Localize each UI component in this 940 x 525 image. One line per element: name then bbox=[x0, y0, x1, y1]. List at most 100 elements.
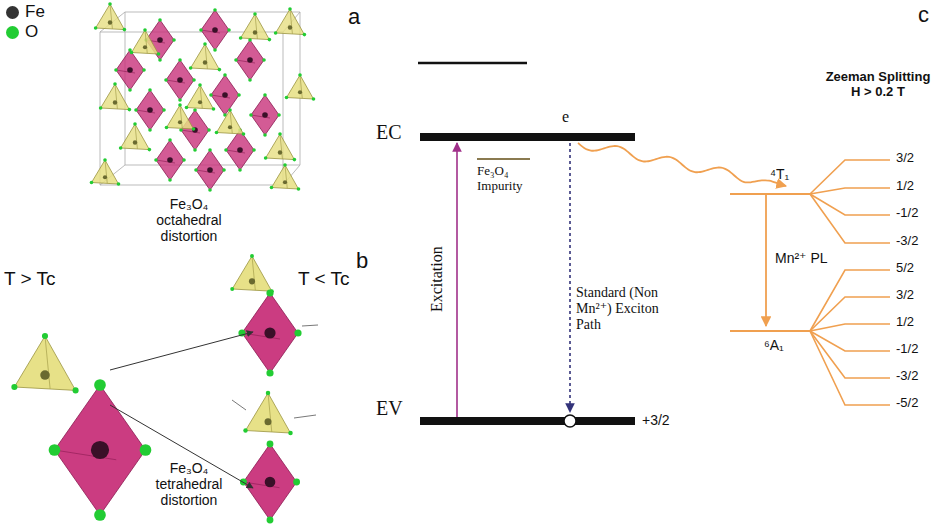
o-atom bbox=[303, 33, 307, 37]
state-label: ⁴T₁ bbox=[770, 166, 789, 182]
o-atom bbox=[243, 428, 248, 433]
o-atom bbox=[293, 158, 297, 162]
upper-level bbox=[418, 62, 527, 65]
sublevel-label: -1/2 bbox=[896, 206, 918, 221]
tetrahedron bbox=[272, 165, 299, 189]
o-atom bbox=[123, 28, 127, 32]
tetrahedron bbox=[121, 124, 150, 150]
o-atom bbox=[213, 8, 217, 12]
octahedron bbox=[116, 50, 144, 90]
o-atom bbox=[263, 133, 267, 137]
o-atom bbox=[288, 7, 292, 11]
fe-atom bbox=[103, 175, 107, 179]
o-atom bbox=[283, 163, 287, 167]
band-label: EC bbox=[376, 121, 402, 144]
o-atom bbox=[148, 148, 152, 152]
o-atom bbox=[128, 88, 132, 92]
tetrahedron-edge bbox=[180, 105, 182, 128]
o-atom bbox=[192, 127, 196, 131]
tetrahedron-edge bbox=[145, 30, 147, 53]
o-atom bbox=[268, 38, 272, 42]
o-atom bbox=[274, 31, 278, 35]
o-atom bbox=[298, 73, 302, 77]
o-atom bbox=[234, 58, 238, 62]
o-atom bbox=[193, 108, 197, 112]
o-atom bbox=[288, 431, 293, 436]
tetrahedron-edge bbox=[290, 9, 292, 34]
fe-atom bbox=[283, 180, 287, 184]
fe-atom bbox=[133, 140, 137, 144]
tetrahedron-edge bbox=[230, 110, 232, 133]
o-atom bbox=[158, 18, 162, 22]
temperature-label: T < Tc bbox=[298, 268, 350, 290]
distortion-mark bbox=[232, 400, 246, 410]
o-atom bbox=[248, 38, 252, 42]
sublevel-line bbox=[810, 194, 890, 243]
legend-swatch bbox=[6, 26, 19, 39]
sublevel-label: 5/2 bbox=[896, 261, 914, 276]
o-atom bbox=[192, 78, 196, 82]
o-atom bbox=[154, 158, 158, 162]
fe-atom bbox=[147, 107, 153, 113]
o-atom bbox=[222, 168, 226, 172]
octahedron bbox=[211, 75, 239, 115]
tetrahedron-edge bbox=[280, 134, 282, 159]
excitation-label: Excitation bbox=[428, 234, 446, 324]
o-atom bbox=[213, 48, 217, 52]
tetrahedron bbox=[96, 4, 125, 30]
fe-atom bbox=[203, 60, 207, 64]
o-atom bbox=[266, 289, 273, 296]
sublevel-label: 1/2 bbox=[896, 315, 914, 330]
o-atom bbox=[90, 181, 94, 185]
o-atom bbox=[143, 28, 147, 32]
tetrahedron bbox=[217, 110, 244, 134]
o-atom bbox=[108, 2, 112, 6]
zeeman-title: Zeeman Splitting H > 0.2 T bbox=[820, 70, 936, 100]
o-atom bbox=[249, 113, 253, 117]
fe-atom bbox=[237, 147, 243, 153]
fe-atom bbox=[264, 327, 275, 338]
o-atom bbox=[218, 68, 222, 72]
fe-atom bbox=[198, 100, 202, 104]
o-atom bbox=[178, 103, 182, 107]
tetrahedron bbox=[276, 9, 305, 35]
sublevel-label: 3/2 bbox=[896, 151, 914, 166]
unit-cell-edge bbox=[125, 12, 300, 13]
o-atom bbox=[238, 168, 242, 172]
o-atom bbox=[270, 186, 274, 190]
fe-atom bbox=[192, 127, 198, 133]
o-atom bbox=[199, 28, 203, 32]
impurity-label: Fe₃O₄ Impurity bbox=[477, 164, 549, 194]
tetrahedron-edge bbox=[135, 124, 137, 149]
pl-arrow bbox=[765, 195, 767, 326]
fe-atom bbox=[253, 30, 257, 34]
tetrahedron-edge bbox=[205, 44, 207, 69]
legend-row: O bbox=[6, 22, 38, 42]
o-atom bbox=[208, 188, 212, 192]
temperature-label: T > Tc bbox=[4, 268, 56, 290]
fe-atom bbox=[207, 167, 213, 173]
o-atom bbox=[224, 148, 228, 152]
sublevel-label: -3/2 bbox=[896, 234, 918, 249]
o-atom bbox=[193, 148, 197, 152]
o-atom bbox=[11, 384, 17, 390]
o-atom bbox=[142, 68, 146, 72]
panel-letter: b bbox=[356, 248, 368, 273]
sublevel-label: -1/2 bbox=[896, 342, 918, 357]
level-6A1 bbox=[730, 330, 810, 332]
sublevel-line bbox=[810, 160, 890, 194]
o-atom bbox=[182, 158, 186, 162]
octahedron bbox=[251, 95, 279, 135]
o-atom bbox=[168, 178, 172, 182]
pl-label: Mn²⁺ PL bbox=[775, 250, 828, 266]
distortion-mark bbox=[302, 325, 318, 326]
fe-atom bbox=[228, 125, 232, 129]
tetrahedron bbox=[101, 84, 130, 110]
o-atom bbox=[119, 146, 123, 150]
tetrahedron bbox=[287, 75, 314, 99]
sublevel-line bbox=[810, 324, 890, 331]
octahedron bbox=[243, 444, 296, 520]
tetrahedron-edge bbox=[285, 165, 287, 188]
fe-atom bbox=[265, 477, 276, 488]
fe-atom bbox=[265, 418, 272, 425]
